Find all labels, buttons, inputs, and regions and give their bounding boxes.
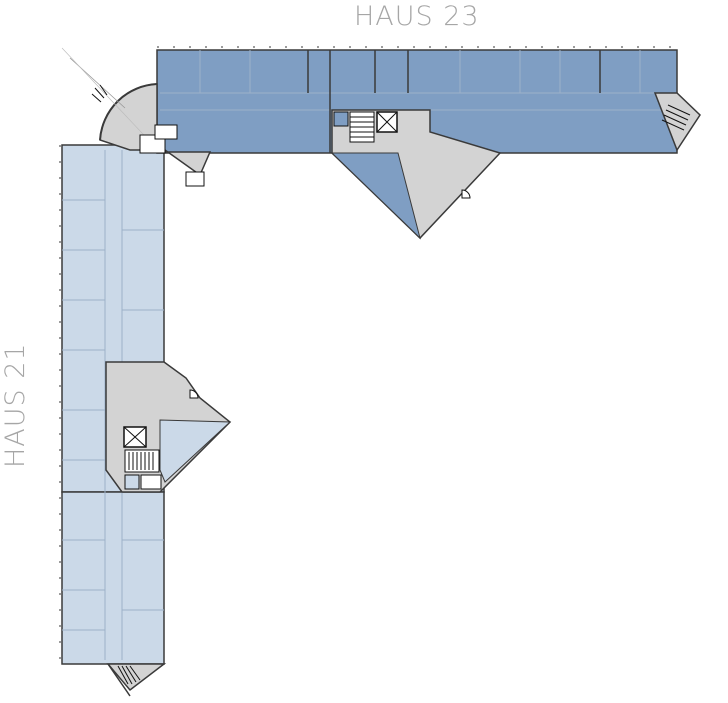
stairs-icon — [124, 449, 160, 473]
haus-23-wing — [156, 46, 701, 240]
building-label-haus-23: HAUS 23 — [354, 1, 480, 32]
stairs-icon — [349, 111, 375, 143]
corner-connector — [61, 47, 212, 187]
haus-21-office-lower — [61, 491, 165, 665]
haus-21-wing — [59, 144, 232, 697]
stair-tower-south — [106, 663, 167, 692]
